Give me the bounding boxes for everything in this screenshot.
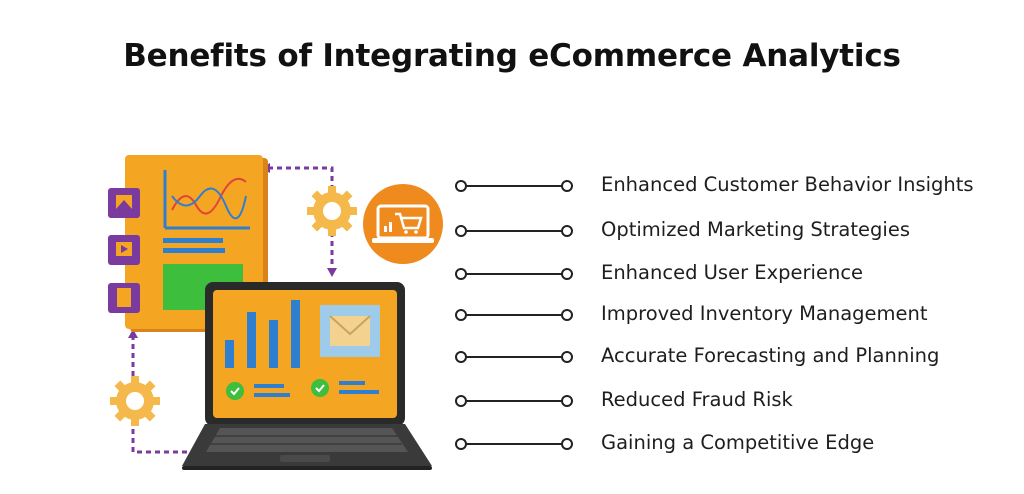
page-title: Benefits of Integrating eCommerce Analyt…: [123, 38, 901, 74]
arrow-head-down: [327, 268, 337, 277]
benefit-label: Gaining a Competitive Edge: [601, 431, 875, 454]
arrow-head-up: [128, 329, 138, 338]
benefit-item: Enhanced User Experience: [455, 261, 1015, 284]
flow-arrows: [131, 166, 334, 454]
connector-line: [455, 225, 573, 237]
benefit-item: Enhanced Customer Behavior Insights: [455, 173, 1015, 196]
connector-line: [455, 180, 573, 192]
connector-line: [455, 309, 573, 321]
benefit-item: Accurate Forecasting and Planning: [455, 344, 1015, 367]
laptop: [182, 282, 432, 470]
trackpad: [280, 455, 330, 462]
panel-bar-1: [163, 238, 223, 243]
benefit-item: Improved Inventory Management: [455, 302, 1015, 325]
benefit-label: Optimized Marketing Strategies: [601, 218, 910, 241]
check-icon-1: [226, 382, 244, 400]
benefit-label: Improved Inventory Management: [601, 302, 928, 325]
benefit-item: Gaining a Competitive Edge: [455, 431, 1015, 454]
benefit-label: Reduced Fraud Risk: [601, 388, 793, 411]
benefit-label: Enhanced Customer Behavior Insights: [601, 173, 974, 196]
gear-icon-top: [307, 186, 357, 236]
connector-line: [455, 395, 573, 407]
benefit-item: Reduced Fraud Risk: [455, 388, 1015, 411]
screen-bar-2: [247, 312, 256, 368]
keyboard: [206, 428, 408, 452]
line-chart: [163, 170, 250, 230]
benefit-label: Accurate Forecasting and Planning: [601, 344, 940, 367]
connector-line: [455, 438, 573, 450]
flow-arrow-top: [268, 166, 334, 190]
connector-line: [455, 268, 573, 280]
screen-bar-3: [269, 320, 278, 368]
panel-bar-2: [163, 248, 225, 253]
benefit-item: Optimized Marketing Strategies: [455, 218, 1015, 241]
screen-bar-1: [225, 340, 234, 368]
analytics-illustration: [108, 155, 443, 470]
shopping-cart-badge: [363, 184, 443, 264]
connector-line: [455, 351, 573, 363]
check-icon-2: [311, 379, 329, 397]
flow-arrow-bottom: [131, 420, 195, 454]
gear-icon-bottom: [110, 376, 160, 426]
cart-icon: [395, 212, 423, 230]
benefit-label: Enhanced User Experience: [601, 261, 864, 284]
screen-bar-4: [291, 300, 300, 368]
